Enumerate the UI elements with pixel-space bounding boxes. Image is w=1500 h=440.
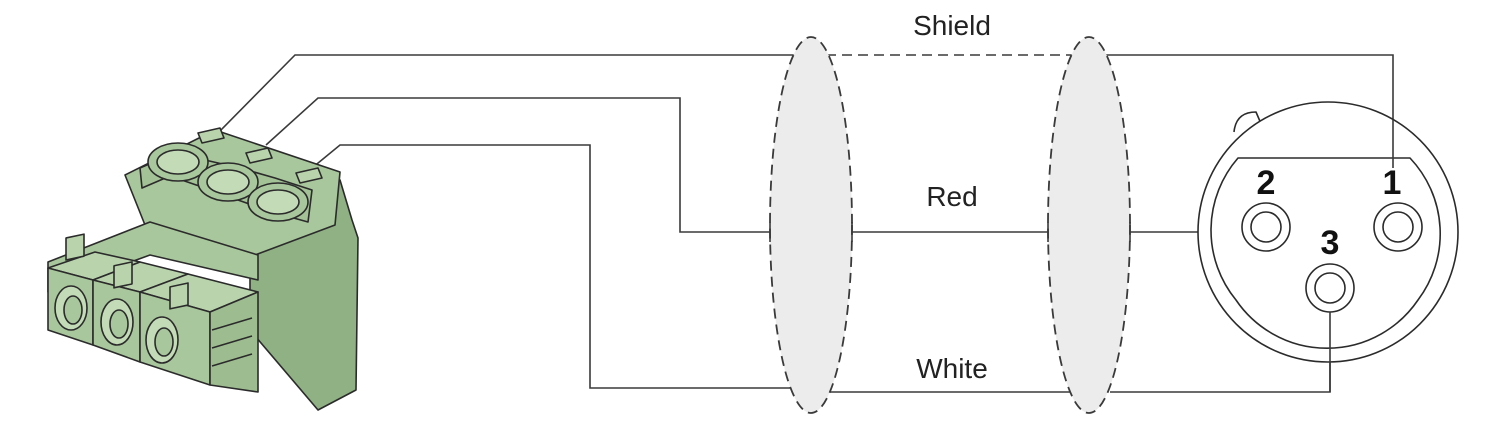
entry-tab-1: [65, 233, 85, 261]
shield-wire-left: [217, 54, 810, 134]
white-label: White: [916, 353, 988, 384]
sheath-right: [1047, 36, 1131, 414]
wire-entry-hole-2-inner: [109, 309, 129, 339]
sheath-left: [769, 36, 853, 414]
red-label: Red: [926, 181, 977, 212]
terminal-block-connector: [47, 127, 359, 411]
wire-entry-hole-3-inner: [154, 327, 174, 357]
shield-label: Shield: [913, 10, 991, 41]
cable-sheaths: [769, 36, 1131, 414]
right-face-slot-1: [211, 317, 253, 331]
top-tab-2: [245, 147, 273, 164]
xlr-pin-1-label: 1: [1383, 164, 1402, 202]
entry-tab-3: [169, 282, 189, 310]
xlr-pin-2-label: 2: [1257, 164, 1276, 202]
white-wire-left: [311, 144, 790, 389]
screw-hole-3-inner: [256, 189, 300, 215]
xlr-connector: 2 1 3: [1197, 101, 1459, 363]
top-tab-1: [197, 127, 225, 144]
top-tab-3: [295, 167, 323, 184]
red-wire-left: [265, 97, 770, 233]
screw-hole-1-inner: [156, 149, 200, 175]
xlr-pin-3-label: 3: [1321, 224, 1340, 262]
xlr-pin-1-hole: [1382, 211, 1414, 243]
xlr-pin-3-hole: [1314, 272, 1346, 304]
entry-tab-2: [113, 261, 133, 289]
right-face-slot-3: [211, 353, 253, 367]
right-face-slot-2: [211, 335, 253, 349]
wire-entry-hole-1-inner: [63, 295, 83, 325]
xlr-pin-2-hole: [1250, 211, 1282, 243]
screw-hole-2-inner: [206, 169, 250, 195]
